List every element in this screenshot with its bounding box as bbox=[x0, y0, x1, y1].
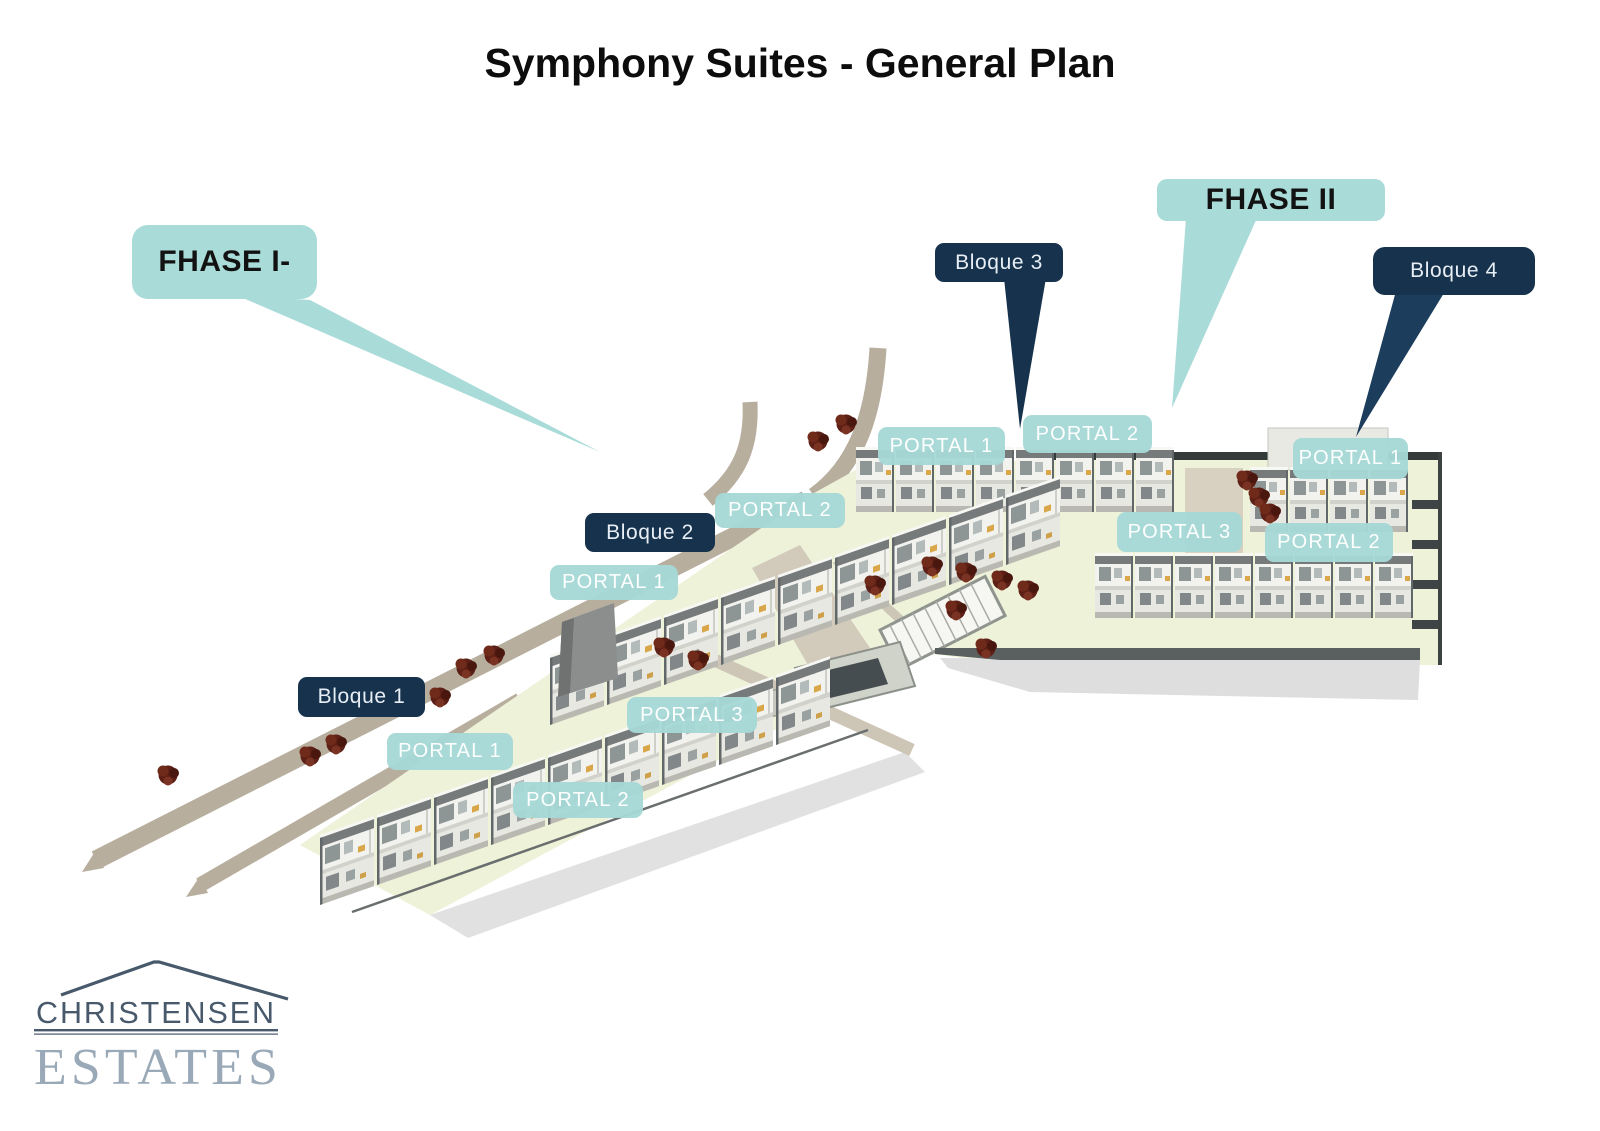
bloque1-portal-1-label: PORTAL 1 bbox=[398, 740, 502, 762]
bloque-1-label: Bloque 1 bbox=[317, 685, 406, 708]
callout-bloque-4: Bloque 4 bbox=[1373, 247, 1535, 295]
logo-rule-top bbox=[34, 1029, 278, 1032]
bloque-3-label: Bloque 3 bbox=[955, 250, 1043, 274]
callout-bloque-1: Bloque 1 bbox=[298, 677, 425, 717]
callout-bloque4-portal-1: PORTAL 1 bbox=[1293, 438, 1408, 479]
callout-bloque-2: Bloque 2 bbox=[585, 513, 715, 552]
bloque2-portal-1-label: PORTAL 1 bbox=[562, 571, 666, 593]
logo-name: CHRISTENSEN bbox=[36, 995, 276, 1030]
callout-bloque2-portal-1: PORTAL 1 bbox=[550, 565, 678, 600]
bloque-2-label: Bloque 2 bbox=[606, 520, 694, 544]
callout-bloque3-portal-1: PORTAL 1 bbox=[878, 427, 1005, 465]
callout-bloque1-portal-2: PORTAL 2 bbox=[513, 782, 643, 818]
callout-phase-1: FHASE I- bbox=[132, 225, 317, 299]
bloque-3-pointer bbox=[1004, 278, 1046, 429]
logo-roof-icon bbox=[60, 960, 289, 1001]
bloque-4-label: Bloque 4 bbox=[1410, 259, 1498, 282]
phase-1-pointer bbox=[236, 295, 600, 452]
phase-1-label: FHASE I- bbox=[158, 245, 291, 278]
callout-bloque4-portal-2: PORTAL 2 bbox=[1265, 523, 1393, 562]
phase-2-label: FHASE II bbox=[1205, 183, 1337, 216]
bloque3-portal-2-label: PORTAL 2 bbox=[1035, 422, 1140, 445]
logo-graphic: CHRISTENSEN ESTATES bbox=[34, 960, 289, 1096]
logo-rule-bottom bbox=[34, 1033, 278, 1035]
logo-suffix: ESTATES bbox=[34, 1039, 282, 1096]
callout-pointers bbox=[236, 218, 1444, 452]
callout-bloque3-portal-2: PORTAL 2 bbox=[1023, 415, 1152, 453]
bloque2-portal-2-label: PORTAL 2 bbox=[728, 499, 832, 521]
logo: CHRISTENSEN ESTATES bbox=[24, 938, 304, 1108]
bloque-4-pointer bbox=[1356, 291, 1444, 437]
left-wing-buildings bbox=[320, 476, 1060, 914]
callout-bloque2-portal-2: PORTAL 2 bbox=[715, 493, 845, 528]
bloque1-portal-2-label: PORTAL 2 bbox=[526, 788, 630, 811]
callout-bloque1-portal-1: PORTAL 1 bbox=[387, 733, 513, 770]
bloque4-portal-1-label: PORTAL 1 bbox=[1298, 447, 1403, 469]
phase-2-pointer bbox=[1172, 218, 1257, 408]
callout-bloque1-portal-3: PORTAL 3 bbox=[627, 697, 757, 733]
page-title: Symphony Suites - General Plan bbox=[484, 40, 1116, 86]
bloque1-portal-3-label: PORTAL 3 bbox=[640, 703, 744, 726]
callout-phase-2: FHASE II bbox=[1157, 179, 1385, 221]
callout-bloque-3: Bloque 3 bbox=[935, 243, 1063, 282]
bloque4-portal-3-label: PORTAL 3 bbox=[1127, 520, 1232, 543]
bloque4-portal-2-label: PORTAL 2 bbox=[1277, 531, 1381, 553]
callout-bloque4-portal-3: PORTAL 3 bbox=[1117, 512, 1242, 552]
bloque3-portal-1-label: PORTAL 1 bbox=[889, 434, 994, 457]
